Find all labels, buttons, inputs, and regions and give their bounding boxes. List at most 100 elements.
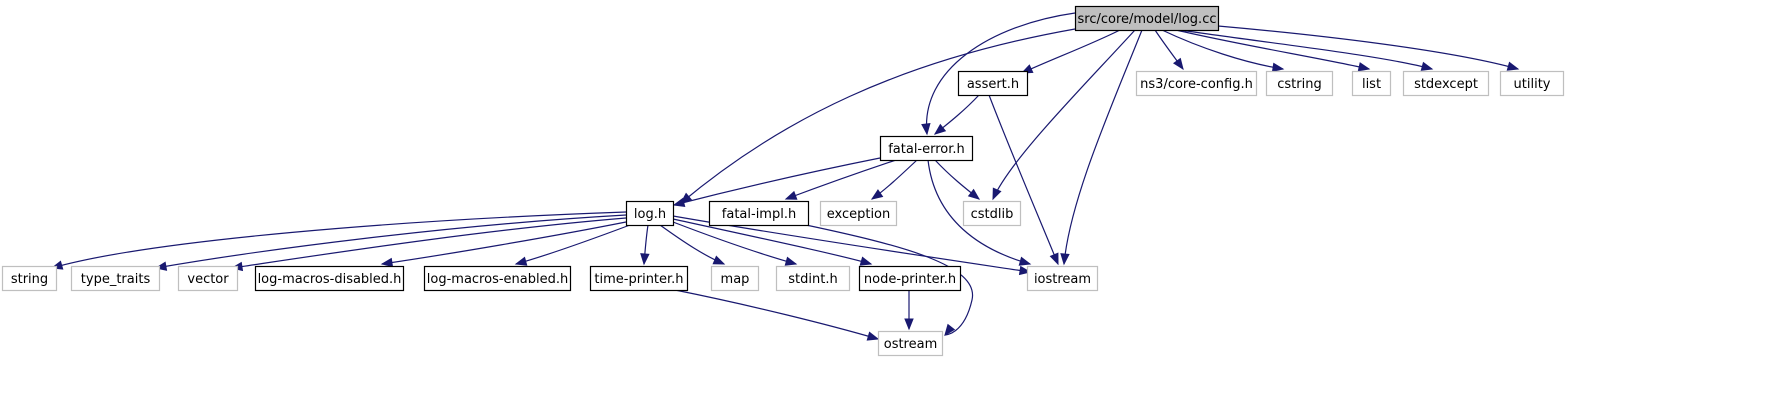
node-label: type_traits — [81, 272, 151, 287]
node-label: stdexcept — [1414, 77, 1478, 92]
edge-log-cc-to-cstdlib — [992, 29, 1136, 201]
node-label: iostream — [1034, 272, 1091, 287]
node-iostream: iostream — [1026, 265, 1099, 292]
edge-line — [1217, 25, 1519, 70]
edge-log-cc-to-log-h — [679, 28, 1076, 204]
edge-line — [672, 221, 797, 265]
node-box — [877, 330, 944, 357]
edge-line — [1175, 29, 1370, 70]
node-stdint-h: stdint.h — [775, 265, 851, 292]
node-box — [423, 265, 572, 292]
arrowhead-icon — [967, 188, 981, 200]
edge-line — [805, 224, 974, 336]
arrowhead-icon — [784, 256, 798, 266]
node-label: cstring — [1277, 77, 1321, 92]
node-box — [962, 200, 1022, 227]
node-ostream: ostream — [877, 330, 944, 357]
node-time-printer-h[interactable]: time-printer.h — [589, 265, 689, 292]
node-label: utility — [1514, 77, 1551, 92]
node-label: node-printer.h — [864, 272, 956, 287]
arrowhead-icon — [1018, 256, 1032, 266]
node-label: map — [721, 272, 750, 287]
node-label: fatal-error.h — [888, 142, 965, 157]
edge-node-printer-h-to-ostream — [904, 289, 914, 331]
node-box — [1135, 70, 1258, 97]
edge-line — [155, 214, 627, 269]
node-box — [70, 265, 161, 292]
edge-log-h-to-node-printer-h — [672, 218, 873, 266]
node-map: map — [710, 265, 760, 292]
node-type-traits: type_traits — [70, 265, 161, 292]
edge-fatal-error-h-to-cstdlib — [934, 159, 981, 200]
node-label: fatal-impl.h — [722, 207, 796, 222]
arrowhead-icon — [944, 323, 956, 337]
edge-line — [927, 159, 1031, 265]
node-box — [254, 265, 405, 292]
node-label: list — [1362, 77, 1381, 92]
arrowhead-icon — [904, 318, 914, 331]
edges-layer — [50, 12, 1520, 341]
arrowhead-icon — [933, 123, 947, 135]
edge-line — [674, 289, 879, 340]
edge-line — [992, 29, 1136, 200]
node-string: string — [1, 265, 58, 292]
node-box — [1074, 5, 1220, 32]
edge-time-printer-h-to-ostream — [674, 289, 880, 341]
arrowhead-icon — [859, 256, 873, 266]
edge-line — [1063, 29, 1143, 265]
node-label: log-macros-disabled.h — [258, 272, 402, 287]
node-fatal-error-h[interactable]: fatal-error.h — [879, 135, 974, 162]
node-log-h[interactable]: log.h — [625, 200, 675, 227]
edge-line — [1161, 29, 1284, 70]
node-core-config-h: ns3/core-config.h — [1135, 70, 1258, 97]
edge-line — [381, 221, 627, 265]
node-label: log.h — [634, 207, 666, 222]
node-box — [1026, 265, 1099, 292]
node-label: cstdlib — [971, 207, 1014, 222]
arrowhead-icon — [672, 197, 686, 207]
edge-fatal-error-h-to-fatal-impl-h — [784, 159, 897, 200]
node-stdexcept: stdexcept — [1402, 70, 1490, 97]
edge-log-h-to-stdint-h — [672, 221, 798, 266]
edge-log-cc-to-core-config-h — [1154, 29, 1184, 71]
node-label: time-printer.h — [594, 272, 683, 287]
edge-log-h-to-log-macros-disabled-h — [380, 221, 627, 268]
edge-line — [1179, 29, 1433, 70]
arrowhead-icon — [380, 257, 394, 268]
edge-line — [515, 224, 631, 265]
edge-log-cc-to-iostream — [1060, 29, 1143, 266]
node-node-printer-h[interactable]: node-printer.h — [858, 265, 962, 292]
node-box — [1, 265, 58, 292]
node-box — [625, 200, 675, 227]
node-assert-h[interactable]: assert.h — [957, 70, 1029, 97]
node-label: stdint.h — [788, 272, 837, 287]
edge-line — [51, 211, 627, 269]
node-list: list — [1351, 70, 1392, 97]
node-log-cc[interactable]: src/core/model/log.cc — [1074, 5, 1220, 32]
edge-log-cc-to-utility — [1217, 25, 1520, 71]
node-box — [1402, 70, 1490, 97]
edge-log-cc-to-stdexcept — [1179, 29, 1434, 71]
node-box — [177, 265, 239, 292]
node-log-macros-disabled-h[interactable]: log-macros-disabled.h — [254, 265, 405, 292]
node-box — [589, 265, 689, 292]
node-log-macros-enabled-h[interactable]: log-macros-enabled.h — [423, 265, 572, 292]
node-fatal-impl-h[interactable]: fatal-impl.h — [708, 200, 810, 227]
edge-log-h-to-map — [659, 224, 726, 265]
edge-log-cc-to-list — [1175, 29, 1371, 72]
edge-line — [988, 94, 1059, 265]
node-label: ostream — [884, 337, 938, 352]
arrowhead-icon — [866, 331, 880, 341]
node-box — [1351, 70, 1392, 97]
edge-assert-h-to-iostream — [988, 94, 1059, 266]
arrowhead-icon — [921, 123, 931, 136]
arrowhead-icon — [1172, 57, 1184, 71]
arrowhead-icon — [1049, 252, 1059, 266]
arrowhead-icon — [870, 189, 884, 200]
node-cstring: cstring — [1265, 70, 1334, 97]
edge-line — [680, 28, 1076, 204]
edge-log-cc-to-fatal-error-h — [921, 12, 1076, 136]
node-box — [819, 200, 898, 227]
node-box — [1499, 70, 1565, 97]
arrowhead-icon — [1271, 62, 1285, 73]
